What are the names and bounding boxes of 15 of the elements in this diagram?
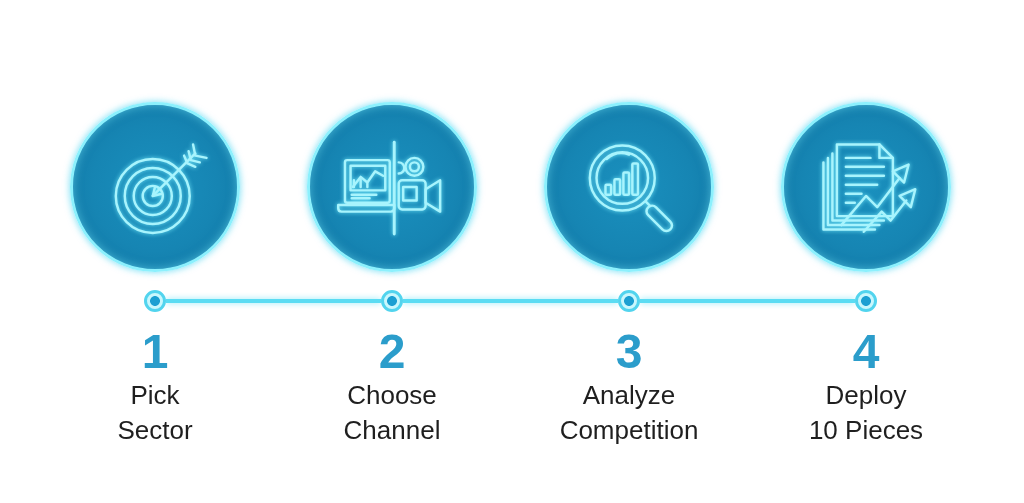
timeline-line	[640, 299, 855, 303]
step-number: 4	[851, 328, 881, 376]
step-number: 2	[377, 328, 407, 376]
timeline-dot	[855, 290, 877, 312]
step-label: Deploy 10 Pieces	[808, 379, 924, 447]
step-number: 3	[614, 328, 644, 376]
timeline-line	[166, 299, 381, 303]
timeline-dot	[618, 290, 640, 312]
timeline-line	[403, 299, 618, 303]
step-label: Choose Channel	[342, 379, 442, 447]
step-number: 1	[140, 328, 170, 376]
step-label: Analyze Competition	[558, 379, 700, 447]
timeline-dot	[381, 290, 403, 312]
timeline-dot	[144, 290, 166, 312]
step-label: Pick Sector	[116, 379, 194, 447]
